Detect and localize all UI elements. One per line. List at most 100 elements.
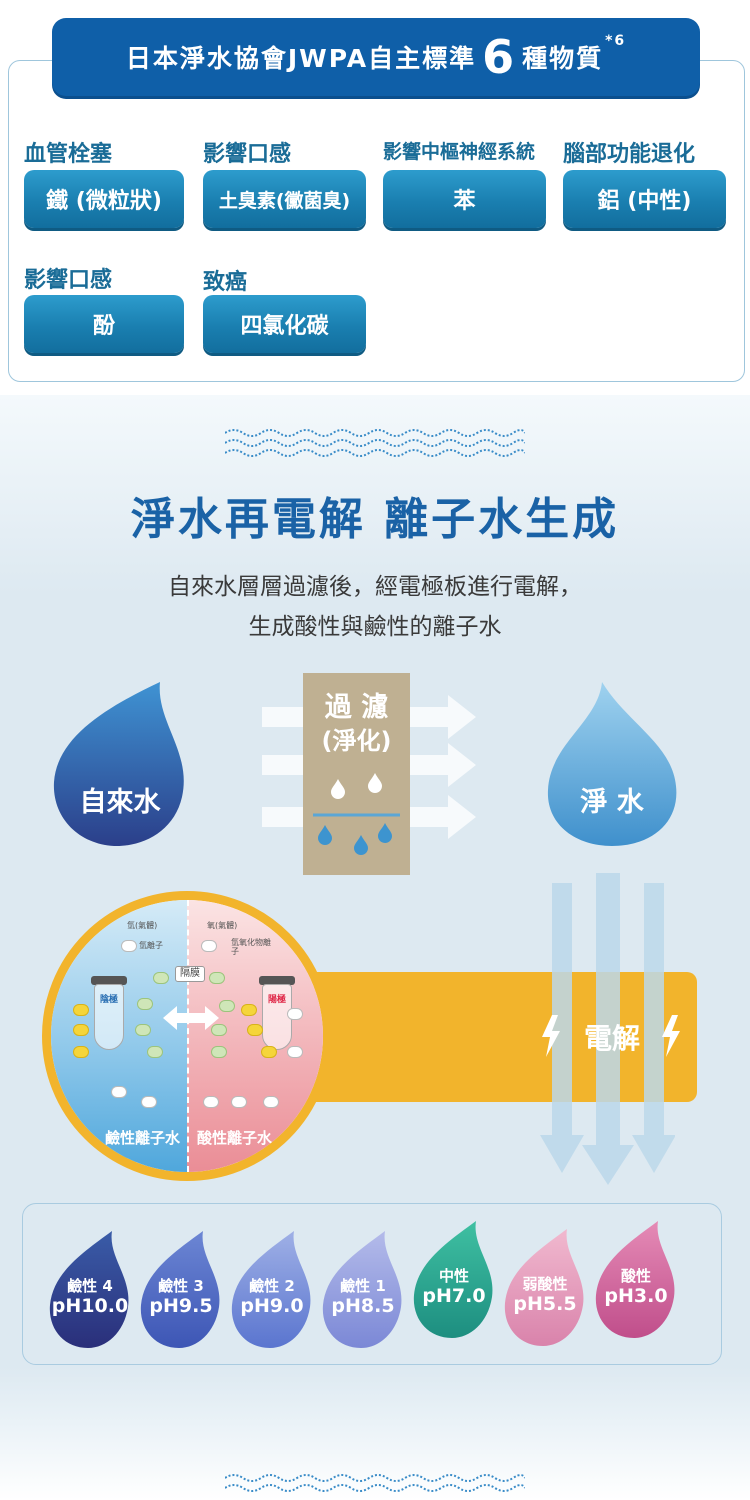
pure-water-drop-icon — [547, 682, 677, 846]
standard-banner: 日本淨水協會JWPA自主標準 6 種物質 *6 — [52, 18, 700, 96]
category-label: 血管栓塞 — [24, 142, 113, 167]
ph-level-name: 鹼性 3 — [158, 1277, 204, 1295]
electrolysis-label: 電解 — [583, 1022, 640, 1055]
ph-level-value: pH9.0 — [240, 1295, 304, 1317]
ion-bubble — [263, 1096, 279, 1108]
ion-bubble — [261, 1046, 277, 1058]
subtitle-line-2: 生成酸性與鹼性的離子水 — [248, 614, 502, 640]
electrolysis-section: 淨水再電解 離子水生成 自來水層層過濾後，經電極板進行電解， 生成酸性與鹼性的離… — [0, 395, 750, 1500]
hydroxide-ion-label: 氫氧化物離子 — [231, 938, 271, 956]
wave-divider-icon — [225, 429, 525, 457]
ph-level-value: pH3.0 — [604, 1285, 668, 1307]
acidic-water-label: 酸性離子水 — [197, 1129, 273, 1147]
ion-bubble — [231, 1096, 247, 1108]
cathode-label: 陰極 — [99, 995, 118, 1005]
ph-level-value: pH9.5 — [149, 1295, 213, 1317]
wave-divider-icon — [225, 1474, 525, 1492]
jwpa-standard-section: 日本淨水協會JWPA自主標準 6 種物質 *6 血管栓塞 鐵 (微粒狀) 影響口… — [0, 0, 750, 395]
substance-pill: 苯 — [383, 170, 546, 228]
ion-bubble — [73, 1024, 89, 1036]
section-title: 淨水再電解 離子水生成 — [130, 494, 620, 545]
membrane-line — [187, 900, 189, 1172]
ph-drop-icon — [413, 1221, 493, 1338]
ion-bubble — [211, 1046, 227, 1058]
ion-bubble — [121, 940, 137, 952]
ion-bubble — [287, 1008, 303, 1020]
category-label: 腦部功能退化 — [563, 142, 696, 167]
substance-pill: 土臭素(黴菌臭) — [203, 170, 366, 228]
ph-level-value: pH5.5 — [513, 1293, 577, 1315]
substance-pill: 鐵 (微粒狀) — [24, 170, 184, 228]
ion-bubble — [137, 998, 153, 1010]
tap-water-drop-icon — [53, 682, 184, 847]
banner-prefix: 日本淨水協會JWPA自主標準 — [125, 44, 477, 73]
lightning-icon — [542, 1015, 560, 1057]
ion-bubble — [211, 1024, 227, 1036]
ion-bubble — [73, 1046, 89, 1058]
alkaline-water-label: 鹼性離子水 — [105, 1129, 181, 1147]
anode-cap — [259, 976, 295, 985]
category-label: 影響口感 — [203, 142, 292, 167]
ion-bubble — [203, 1096, 219, 1108]
ph-level-name: 酸性 — [620, 1267, 651, 1285]
ion-bubble — [219, 1000, 235, 1012]
filter-droplets-icon — [313, 773, 400, 855]
ph-level-name: 弱酸性 — [522, 1275, 568, 1293]
banner-number: 6 — [482, 30, 517, 84]
category-label: 影響中樞神經系統 — [383, 141, 536, 163]
ph-level-value: pH8.5 — [331, 1295, 395, 1317]
electrolysis-cell-diagram: 氫(氣體) 氧(氣體) 氫離子 氫氧化物離子 隔膜 陰極 陽極 — [42, 891, 332, 1181]
cathode-cap — [91, 976, 127, 985]
double-arrow-icon — [163, 1006, 219, 1030]
ion-bubble — [287, 1046, 303, 1058]
cathode-tube — [94, 984, 124, 1050]
ph-drop-icon — [595, 1221, 675, 1338]
membrane-label: 隔膜 — [175, 966, 205, 982]
subtitle-line-1: 自來水層層過濾後，經電極板進行電解， — [168, 574, 582, 600]
ph-level-name: 鹼性 2 — [249, 1277, 295, 1295]
ion-bubble — [153, 972, 169, 984]
ion-bubble — [209, 972, 225, 984]
substance-pill: 酚 — [24, 295, 184, 353]
filter-label-line-2: (淨化) — [321, 727, 392, 755]
banner-suffix: 種物質 — [522, 44, 604, 73]
ph-drop-icon — [49, 1231, 129, 1348]
banner-footnote: *6 — [605, 33, 627, 49]
ph-level-name: 鹼性 4 — [67, 1277, 113, 1295]
pure-water-label: 淨 水 — [580, 787, 644, 818]
ph-level-frame — [22, 1203, 722, 1365]
ion-bubble — [73, 1004, 89, 1016]
ion-bubble — [201, 940, 217, 952]
substance-pill: 四氯化碳 — [203, 295, 366, 353]
ph-drop-icon — [140, 1231, 220, 1348]
ion-bubble — [111, 1086, 127, 1098]
filter-label-line-1: 過 濾 — [324, 692, 389, 723]
ph-level-value: pH10.0 — [51, 1295, 129, 1317]
hydrogen-gas-label: 氫(氣體) — [127, 921, 158, 930]
category-label: 致癌 — [203, 270, 248, 295]
hydrogen-ion-label: 氫離子 — [139, 941, 163, 950]
ph-drop-icon — [322, 1231, 402, 1348]
down-arrows-icon — [540, 873, 675, 1185]
ion-bubble — [135, 1024, 151, 1036]
ion-bubble — [141, 1096, 157, 1108]
ph-level-name: 鹼性 1 — [340, 1277, 386, 1295]
ph-drop-icon — [504, 1229, 584, 1346]
ph-drop-icon — [231, 1231, 311, 1348]
anode-label: 陽極 — [267, 995, 286, 1005]
category-label: 影響口感 — [24, 268, 113, 293]
ph-level-name: 中性 — [438, 1267, 469, 1285]
lightning-icon — [662, 1015, 680, 1057]
substance-pill: 鋁 (中性) — [563, 170, 726, 228]
ph-level-value: pH7.0 — [422, 1285, 486, 1307]
tap-water-label: 自來水 — [79, 787, 161, 818]
ion-bubble — [147, 1046, 163, 1058]
oxygen-gas-label: 氧(氣體) — [207, 921, 238, 930]
